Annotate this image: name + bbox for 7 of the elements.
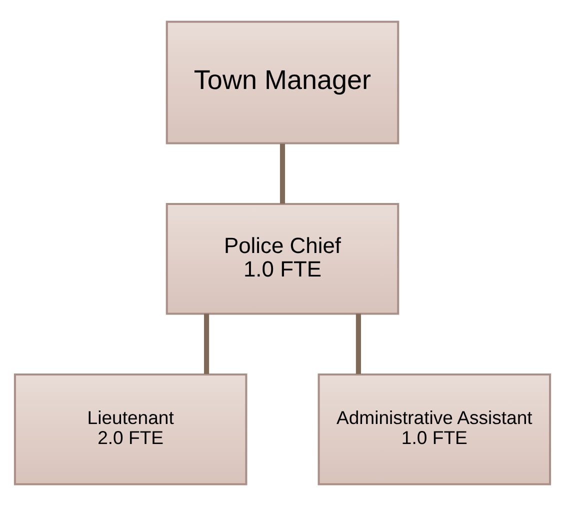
connector [356,314,361,374]
node-box: Lieutenant 2.0 FTE [14,374,248,486]
node-box: Police Chief 1.0 FTE [166,203,400,315]
node-box: Administrative Assistant 1.0 FTE [318,374,552,486]
connector [204,314,210,374]
node-box: Town Manager [166,20,400,144]
connector [280,144,286,204]
